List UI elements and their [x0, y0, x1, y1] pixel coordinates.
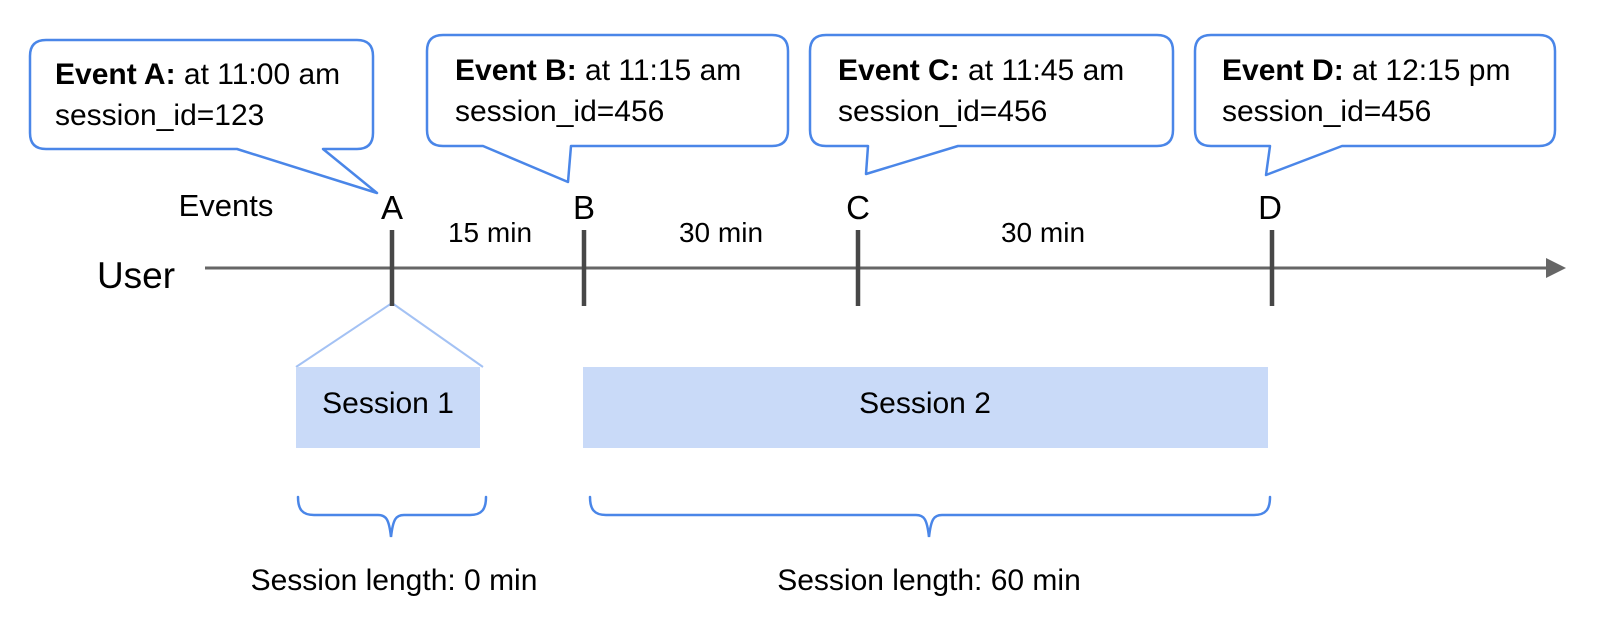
callout-c-time: at 11:45 am: [968, 54, 1125, 87]
interval-a-b: 15 min: [447, 217, 533, 248]
interval-c-d: 30 min: [1000, 217, 1086, 248]
arrowhead-icon: [1546, 258, 1566, 278]
session1-funnel-left-line: [295, 302, 393, 368]
speech-bubble-d: [1193, 33, 1557, 177]
callout-b-session: session_id=456: [455, 95, 665, 128]
events-label: Events: [178, 188, 274, 223]
event-marker-b: B: [572, 189, 596, 226]
user-label: User: [96, 255, 176, 296]
session-2-length-label: Session length: 60 min: [777, 564, 1081, 597]
event-marker-d: D: [1258, 189, 1282, 226]
callout-a-session: session_id=123: [55, 99, 265, 132]
callout-b-line1: Event B: at 11:15 am: [455, 50, 741, 91]
speech-bubble-c: [808, 33, 1175, 176]
callout-a-title: Event A:: [55, 58, 176, 91]
event-marker-a: A: [380, 189, 404, 226]
callout-a-line1: Event A: at 11:00 am: [55, 54, 340, 95]
speech-bubble-a: [28, 38, 379, 195]
callout-b-title: Event B:: [455, 54, 577, 87]
session-2-box: [583, 367, 1268, 448]
callout-event-c: Event C: at 11:45 am session_id=456: [838, 50, 1124, 132]
callout-c-title: Event C:: [838, 54, 960, 87]
session-1-label: Session 1: [322, 387, 454, 420]
callout-d-line1: Event D: at 12:15 pm: [1222, 50, 1510, 91]
event-marker-c: C: [846, 189, 870, 226]
session1-funnel-right-line: [391, 302, 484, 368]
callout-b-time: at 11:15 am: [585, 54, 742, 87]
callout-d-session: session_id=456: [1222, 95, 1432, 128]
session-2-brace: [588, 495, 1272, 538]
callout-event-d: Event D: at 12:15 pm session_id=456: [1222, 50, 1510, 132]
callout-c-session: session_id=456: [838, 95, 1048, 128]
callout-c-line1: Event C: at 11:45 am: [838, 50, 1124, 91]
speech-bubble-b: [425, 33, 790, 184]
session-1-brace: [296, 495, 488, 538]
session-1-length-label: Session length: 0 min: [250, 564, 538, 597]
callout-event-b: Event B: at 11:15 am session_id=456: [455, 50, 741, 132]
callout-event-a: Event A: at 11:00 am session_id=123: [55, 54, 340, 136]
callout-d-time: at 12:15 pm: [1352, 54, 1511, 87]
session-1-box: [296, 367, 480, 448]
callout-a-time: at 11:00 am: [183, 58, 341, 91]
callout-d-title: Event D:: [1222, 54, 1344, 87]
interval-b-c: 30 min: [678, 217, 764, 248]
session-2-label: Session 2: [859, 387, 991, 420]
